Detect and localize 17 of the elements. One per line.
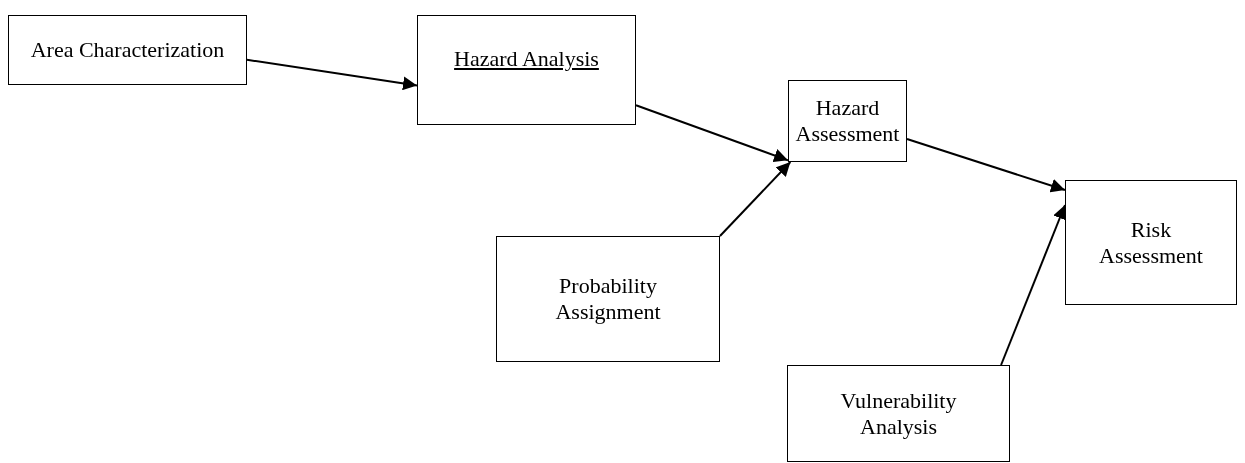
process-box bbox=[8, 15, 247, 85]
process-box bbox=[496, 236, 720, 362]
box-label: Hazard Assessment bbox=[794, 95, 901, 147]
arrow bbox=[1000, 204, 1067, 366]
process-box bbox=[1065, 180, 1237, 305]
box-label: Hazard Analysis bbox=[454, 46, 599, 72]
process-box bbox=[788, 80, 907, 162]
box-label: Risk Assessment bbox=[1098, 216, 1204, 269]
box-label: Probability Assignment bbox=[554, 273, 662, 325]
arrow bbox=[906, 138, 1066, 193]
box-label: Vulnerability Analysis bbox=[839, 387, 958, 440]
process-box bbox=[417, 15, 636, 125]
process-box bbox=[787, 365, 1010, 462]
arrow bbox=[635, 104, 789, 163]
arrow bbox=[719, 161, 792, 237]
box-label: Area Characterization bbox=[30, 37, 225, 63]
arrow bbox=[246, 58, 418, 91]
